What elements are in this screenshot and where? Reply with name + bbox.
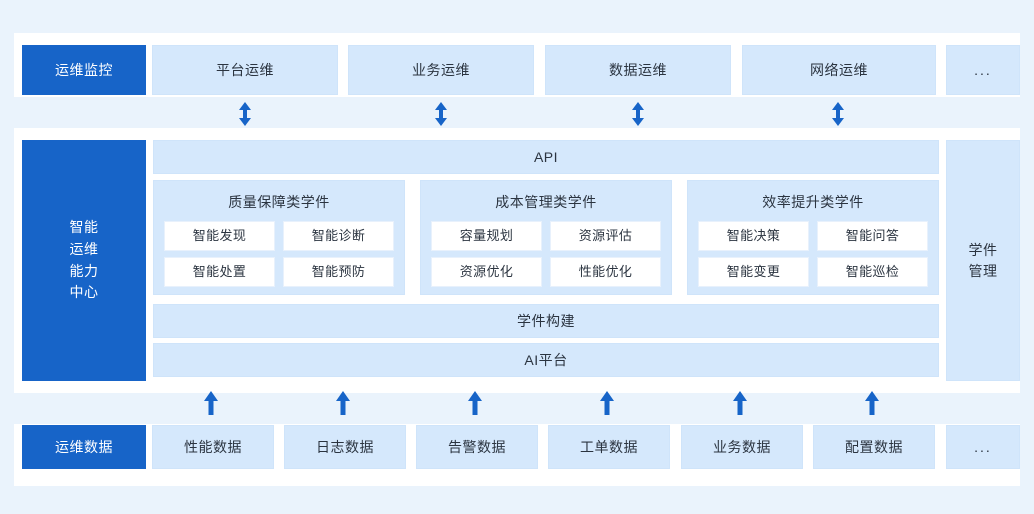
monitor-row-label: 运维监控 bbox=[22, 45, 146, 95]
data-item-more[interactable]: ... bbox=[946, 425, 1020, 469]
learnware-item[interactable]: 智能处置 bbox=[164, 257, 275, 288]
capability-center-label: 智能 运维 能力 中心 bbox=[22, 140, 146, 381]
monitor-item-business[interactable]: 业务运维 bbox=[348, 45, 534, 95]
double-arrow-icon bbox=[626, 100, 650, 128]
data-item-log[interactable]: 日志数据 bbox=[284, 425, 406, 469]
learnware-item[interactable]: 性能优化 bbox=[550, 257, 661, 288]
group-quality-title: 质量保障类学件 bbox=[228, 194, 330, 210]
learnware-item[interactable]: 资源优化 bbox=[431, 257, 542, 288]
data-item-ticket[interactable]: 工单数据 bbox=[548, 425, 670, 469]
double-arrow-icon bbox=[429, 100, 453, 128]
monitor-item-more[interactable]: ... bbox=[946, 45, 1020, 95]
group-cost-title: 成本管理类学件 bbox=[495, 194, 597, 210]
learnware-item[interactable]: 智能诊断 bbox=[283, 221, 394, 252]
learnware-item[interactable]: 智能巡检 bbox=[817, 257, 928, 288]
api-bar[interactable]: API bbox=[153, 140, 939, 174]
learnware-item[interactable]: 智能发现 bbox=[164, 221, 275, 252]
monitor-item-platform[interactable]: 平台运维 bbox=[152, 45, 338, 95]
ai-platform-bar[interactable]: AI平台 bbox=[153, 343, 939, 377]
center-label-line-3: 能力 bbox=[69, 262, 99, 279]
up-arrow-icon bbox=[596, 390, 618, 416]
group-quality-items: 智能发现 智能诊断 智能处置 智能预防 bbox=[154, 221, 404, 297]
data-item-config[interactable]: 配置数据 bbox=[813, 425, 935, 469]
up-arrow-icon bbox=[200, 390, 222, 416]
monitor-item-data[interactable]: 数据运维 bbox=[545, 45, 731, 95]
data-row-label: 运维数据 bbox=[22, 425, 146, 469]
group-efficiency-items: 智能决策 智能问答 智能变更 智能巡检 bbox=[688, 221, 938, 297]
group-cost: 成本管理类学件 容量规划 资源评估 资源优化 性能优化 bbox=[420, 180, 672, 295]
data-item-alarm[interactable]: 告警数据 bbox=[416, 425, 538, 469]
group-quality: 质量保障类学件 智能发现 智能诊断 智能处置 智能预防 bbox=[153, 180, 405, 295]
data-item-performance[interactable]: 性能数据 bbox=[152, 425, 274, 469]
up-arrow-icon bbox=[729, 390, 751, 416]
data-item-business[interactable]: 业务数据 bbox=[681, 425, 803, 469]
center-label-line-1: 智能 bbox=[69, 219, 99, 236]
side-label-line-1: 学件 bbox=[968, 241, 998, 258]
learnware-item[interactable]: 智能预防 bbox=[283, 257, 394, 288]
learnware-build-bar[interactable]: 学件构建 bbox=[153, 304, 939, 338]
learnware-item[interactable]: 容量规划 bbox=[431, 221, 542, 252]
center-label-line-4: 中心 bbox=[69, 284, 99, 301]
monitor-item-network[interactable]: 网络运维 bbox=[742, 45, 936, 95]
double-arrow-icon bbox=[233, 100, 257, 128]
up-arrow-icon bbox=[332, 390, 354, 416]
double-arrow-icon bbox=[826, 100, 850, 128]
learnware-item[interactable]: 智能变更 bbox=[698, 257, 809, 288]
learnware-management-label[interactable]: 学件 管理 bbox=[946, 140, 1020, 381]
up-arrow-icon bbox=[464, 390, 486, 416]
learnware-item[interactable]: 资源评估 bbox=[550, 221, 661, 252]
group-efficiency-title: 效率提升类学件 bbox=[762, 194, 864, 210]
center-label-line-2: 运维 bbox=[69, 240, 99, 257]
group-cost-items: 容量规划 资源评估 资源优化 性能优化 bbox=[421, 221, 671, 297]
side-label-line-2: 管理 bbox=[968, 262, 998, 279]
up-arrow-icon bbox=[861, 390, 883, 416]
learnware-item[interactable]: 智能问答 bbox=[817, 221, 928, 252]
group-efficiency: 效率提升类学件 智能决策 智能问答 智能变更 智能巡检 bbox=[687, 180, 939, 295]
learnware-item[interactable]: 智能决策 bbox=[698, 221, 809, 252]
